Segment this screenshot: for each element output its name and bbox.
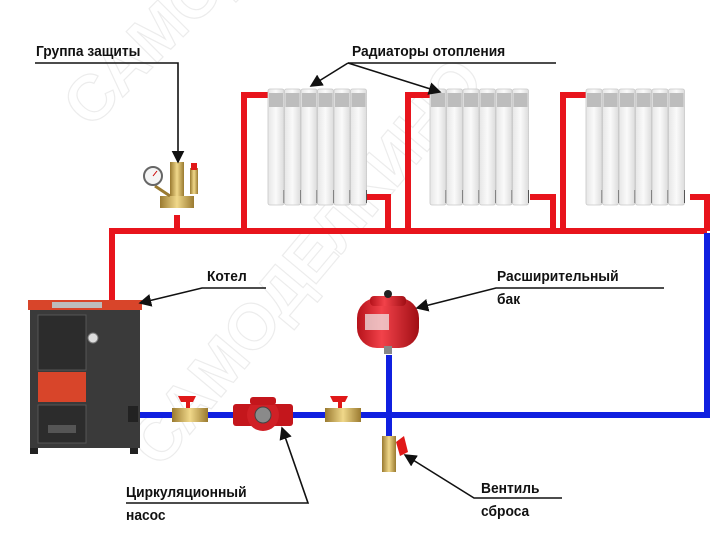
expansion-tank-label-line2: бак [497,291,521,308]
radiators-label: Радиаторы отопления [352,43,506,60]
expansion-tank-label: Расширительный [497,268,619,285]
pump-label: Циркуляционный [126,484,247,501]
ball-valve [172,396,208,422]
expansion-tank [357,290,419,354]
drain-valve [382,436,408,472]
boiler-label: Котел [207,268,247,285]
circulation-pump [233,397,293,431]
ball-valve [325,396,361,422]
radiator [267,88,685,206]
drain-valve-label-line2: сброса [481,503,530,520]
radiator [267,88,367,206]
callout-lines [35,62,664,504]
supply-pipes [109,92,710,300]
boiler [28,300,142,454]
drain-valve-label: Вентиль [481,480,540,497]
radiator [429,88,529,206]
safety-group-label: Группа защиты [36,43,141,60]
pump-label-line2: насос [126,507,166,524]
safety-group [143,162,198,208]
radiator [585,88,685,206]
